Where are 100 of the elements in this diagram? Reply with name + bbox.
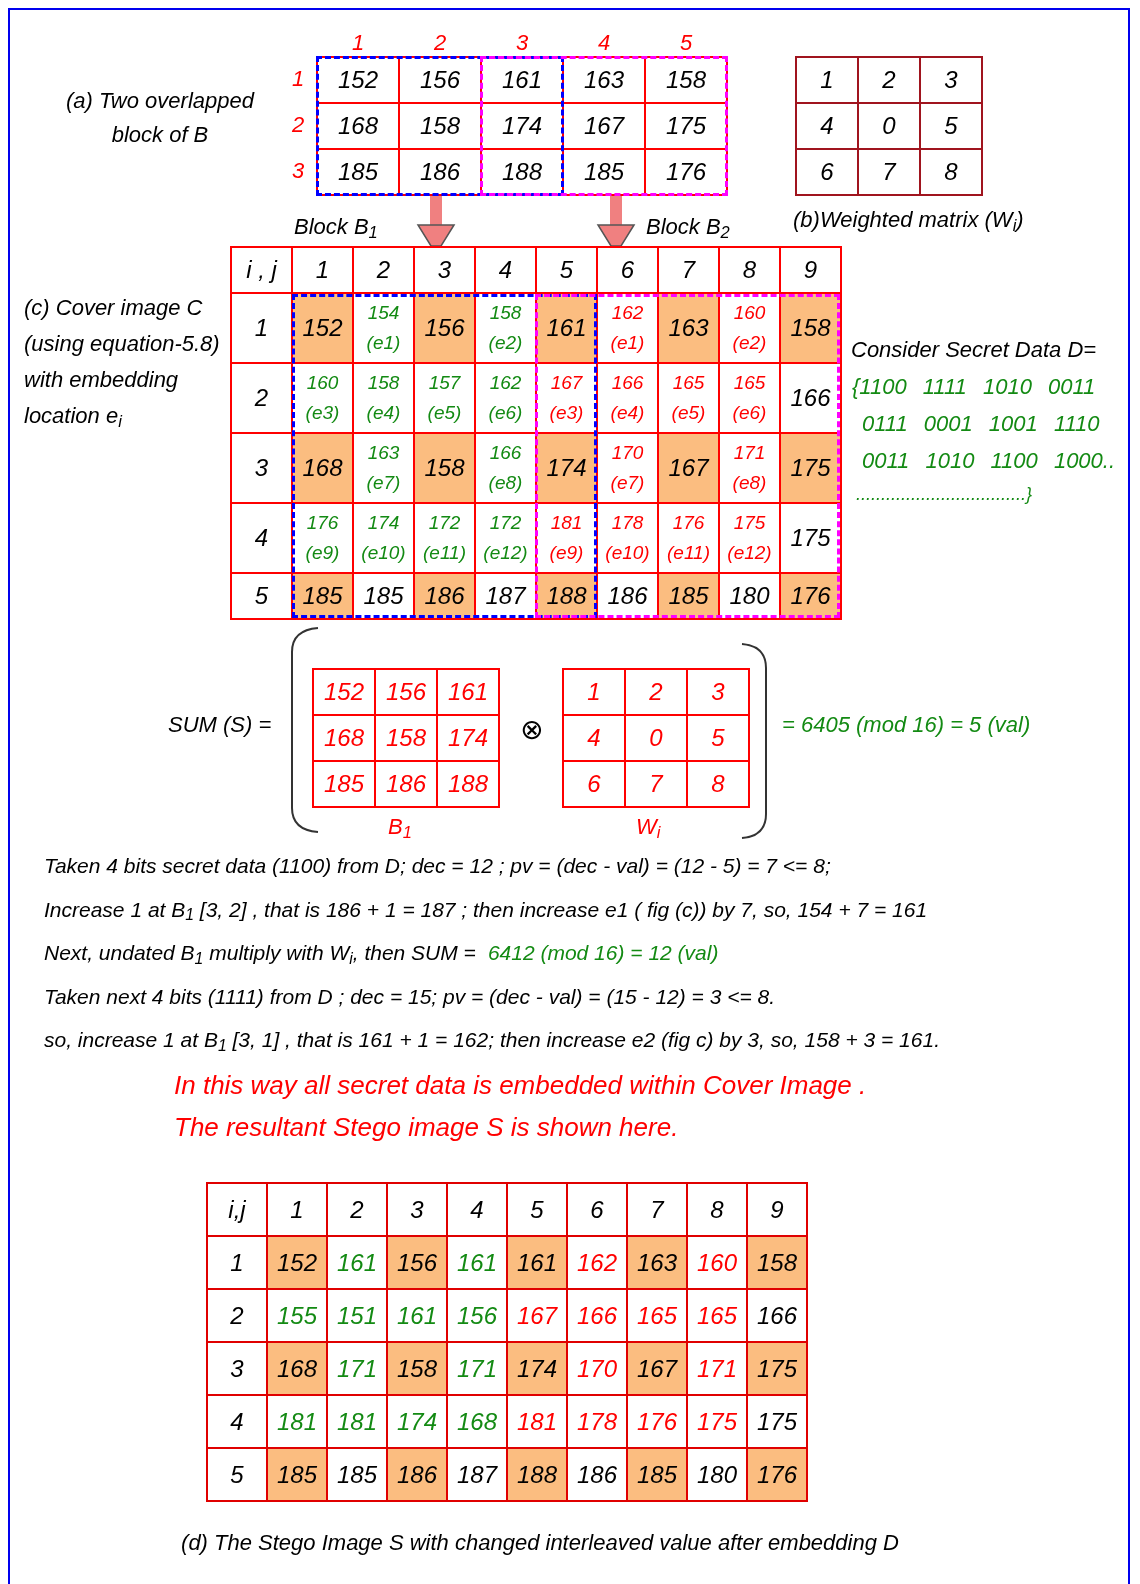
column-index: 4 — [448, 1184, 506, 1235]
row-index: 2 — [208, 1290, 266, 1341]
column-index: 2 — [328, 1184, 386, 1235]
pixel-value: 175 — [748, 1396, 806, 1447]
explanation-line: so, increase 1 at B$_{1}$ [3, 1] , that is 161 + 1 = 162; then increase e2 (fig c) by 3, so, 158 + 3 = 161. — [44, 1027, 940, 1056]
pixel-value: 168 — [314, 716, 374, 760]
pixel-value: 161 — [537, 294, 596, 362]
pixel-value: 158 — [400, 104, 480, 148]
weight-value: 6 — [797, 150, 857, 194]
block-caption: (c) Cover image C (using equation-5.8) with embedding location e$_{i}$ — [24, 295, 220, 428]
pixel-value: 157 (e5) — [415, 364, 474, 432]
pixel-value: 175 — [748, 1343, 806, 1394]
annotation-text: {1100 1111 1010 0011 — [852, 374, 1096, 399]
pixel-value: 162 — [568, 1237, 626, 1288]
pixel-value: 168 — [268, 1343, 326, 1394]
pixel-value: 166 — [748, 1290, 806, 1341]
pixel-value: 165 — [628, 1290, 686, 1341]
weight-value: 5 — [921, 104, 981, 148]
pixel-value: 167 — [628, 1343, 686, 1394]
pixel-value: 176 — [628, 1396, 686, 1447]
pixel-value: 167 — [508, 1290, 566, 1341]
block-caption: (b)Weighted matrix (W$_{i}$) — [793, 207, 1024, 232]
pixel-value: 170 — [568, 1343, 626, 1394]
annotation-text: 1 — [292, 66, 305, 91]
weight-value: 3 — [921, 58, 981, 102]
row-index: 3 — [232, 434, 291, 502]
pixel-value: 186 — [598, 574, 657, 618]
pixel-value: 174 (e10) — [354, 504, 413, 572]
annotation-text: 1 — [351, 30, 365, 55]
weight-value: 1 — [797, 58, 857, 102]
annotation-text: 4 — [597, 30, 611, 55]
pixel-value: 181 — [268, 1396, 326, 1447]
pixel-value: 180 — [688, 1449, 746, 1500]
pixel-value: 156 — [400, 58, 480, 102]
pixel-value: 167 (e3) — [537, 364, 596, 432]
annotation-text: 0111 0001 1001 1110 — [862, 411, 1100, 436]
pixel-value: 166 (e4) — [598, 364, 657, 432]
explanation-line: Next, undated B$_{1}$ multiply with W$_{i}$, then SUM = — [44, 940, 476, 969]
row-index: 2 — [232, 364, 291, 432]
figure-caption: (d) The Stego Image S with changed interleaved value after embedding D — [181, 1530, 899, 1555]
column-index: 6 — [598, 248, 657, 292]
index-header: i , j — [232, 248, 291, 292]
pixel-value: 166 (e8) — [476, 434, 535, 502]
pixel-value: 165 (e5) — [659, 364, 718, 432]
pixel-value: 174 — [508, 1343, 566, 1394]
pixel-value: 168 — [448, 1396, 506, 1447]
pixel-value: 175 — [646, 104, 726, 148]
column-index: 8 — [720, 248, 779, 292]
weight-value: 7 — [626, 762, 686, 806]
block-caption: (a) Two overlapped block of B — [66, 88, 254, 147]
pixel-value: 176 (e9) — [293, 504, 352, 572]
column-index: 9 — [748, 1184, 806, 1235]
pixel-value: 158 — [781, 294, 840, 362]
pixel-value: 187 — [476, 574, 535, 618]
pixel-value: 186 — [400, 150, 480, 194]
pixel-value: 156 — [448, 1290, 506, 1341]
pixel-value: 180 — [720, 574, 779, 618]
pixel-value: 186 — [388, 1449, 446, 1500]
pixel-value: 174 — [482, 104, 562, 148]
annotation-text: In this way all secret data is embedded within Cover Image . — [174, 1070, 867, 1100]
pixel-value: 176 — [781, 574, 840, 618]
pixel-value: 176 — [646, 150, 726, 194]
pixel-value: 152 — [268, 1237, 326, 1288]
row-index: 1 — [232, 294, 291, 362]
pixel-table — [795, 56, 983, 196]
column-index: 1 — [293, 248, 352, 292]
weight-value: 2 — [859, 58, 919, 102]
pixel-value: 188 — [438, 762, 498, 806]
pixel-value: 172 (e12) — [476, 504, 535, 572]
pixel-value: 174 — [438, 716, 498, 760]
pixel-value: 181 (e9) — [537, 504, 596, 572]
pixel-value: 175 (e12) — [720, 504, 779, 572]
pixel-value: 185 — [564, 150, 644, 194]
weight-value: 8 — [688, 762, 748, 806]
pixel-value: 185 — [293, 574, 352, 618]
pixel-value: 186 — [376, 762, 436, 806]
pixel-value: 160 (e2) — [720, 294, 779, 362]
block-caption: W$_{i}$ — [636, 814, 661, 839]
weight-value: 0 — [626, 716, 686, 760]
column-index: 6 — [568, 1184, 626, 1235]
pixel-value: 171 — [328, 1343, 386, 1394]
annotation-text: Block B$_{1}$ — [294, 214, 378, 239]
sum-result: 6412 (mod 16) = 12 (val) — [487, 940, 719, 966]
pixel-value: 185 — [628, 1449, 686, 1500]
pixel-value: 158 — [388, 1343, 446, 1394]
pixel-value: 163 — [659, 294, 718, 362]
pixel-value: 156 — [388, 1237, 446, 1288]
pixel-value: 171 (e8) — [720, 434, 779, 502]
column-index: 7 — [628, 1184, 686, 1235]
pixel-value: 185 — [314, 762, 374, 806]
row-index: 5 — [208, 1449, 266, 1500]
annotation-text: ..................................} — [856, 484, 1033, 504]
pixel-value: 176 — [748, 1449, 806, 1500]
pixel-value: 152 — [314, 670, 374, 714]
weight-value: 1 — [564, 670, 624, 714]
pixel-value: 161 — [328, 1237, 386, 1288]
column-index: 1 — [268, 1184, 326, 1235]
pixel-value: 162 (e1) — [598, 294, 657, 362]
pixel-value: 186 — [568, 1449, 626, 1500]
pixel-value: 181 — [508, 1396, 566, 1447]
